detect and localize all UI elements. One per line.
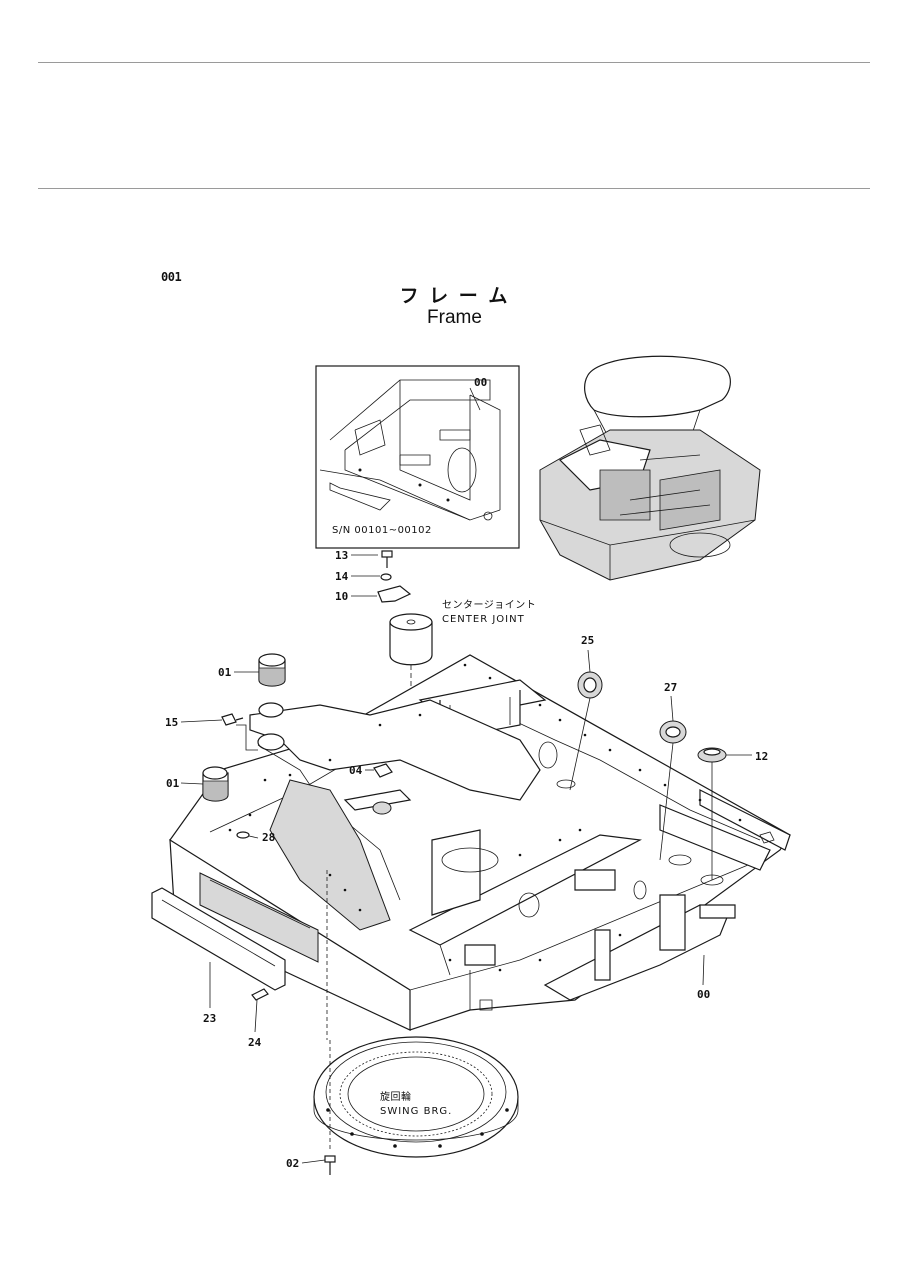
center-joint-label-en: CENTER JOINT <box>442 614 525 625</box>
center-joint-label-jp: センタージョイント <box>442 599 536 611</box>
callout-24: 24 <box>248 1036 262 1049</box>
callout-12: 12 <box>755 750 768 763</box>
inset-detail: 00 S/N 00101~00102 <box>315 365 520 549</box>
plug-28 <box>236 831 250 839</box>
leader-lines <box>180 649 752 1164</box>
callout-13: 13 <box>335 549 348 562</box>
callout-04: 04 <box>349 764 363 777</box>
swing-bearing <box>313 1036 519 1158</box>
top-rule <box>38 62 870 63</box>
callout-28: 28 <box>262 831 275 844</box>
cushion-01-top <box>258 653 286 687</box>
serial-note: S/N 00101~00102 <box>332 525 432 536</box>
callout-01-bottom: 01 <box>166 777 180 790</box>
callout-01-top: 01 <box>218 666 232 679</box>
swing-brg-label-jp: 旋回輪 <box>380 1090 412 1103</box>
swing-brg-label-en: SWING BRG. <box>380 1106 452 1117</box>
fitting-15 <box>221 713 244 726</box>
machine-overview <box>539 355 761 581</box>
callout-23: 23 <box>203 1012 216 1025</box>
cushion-01-bottom <box>202 766 229 802</box>
page-title-jp: フ レ ー ム <box>399 285 510 307</box>
main-frame <box>169 654 791 1031</box>
nut-04 <box>372 763 393 815</box>
page-title-en: Frame <box>427 307 482 328</box>
bolt-02 <box>324 1040 336 1175</box>
callout-14: 14 <box>335 570 349 583</box>
callout-15: 15 <box>165 716 178 729</box>
fastener-stack <box>351 550 412 603</box>
center-joint <box>389 613 433 930</box>
callout-02: 02 <box>286 1157 299 1170</box>
page-number: 001 <box>161 270 182 284</box>
callout-10: 10 <box>335 590 348 603</box>
inset-callout-00: 00 <box>474 376 487 389</box>
grommet-27 <box>659 720 687 744</box>
grommet-25 <box>577 671 603 699</box>
callout-00-main: 00 <box>697 988 710 1001</box>
header-bottom-rule <box>38 188 870 189</box>
callout-25: 25 <box>581 634 594 647</box>
callout-27: 27 <box>664 681 677 694</box>
grommet-12 <box>697 747 727 763</box>
cover-plate-23 <box>151 887 286 1001</box>
